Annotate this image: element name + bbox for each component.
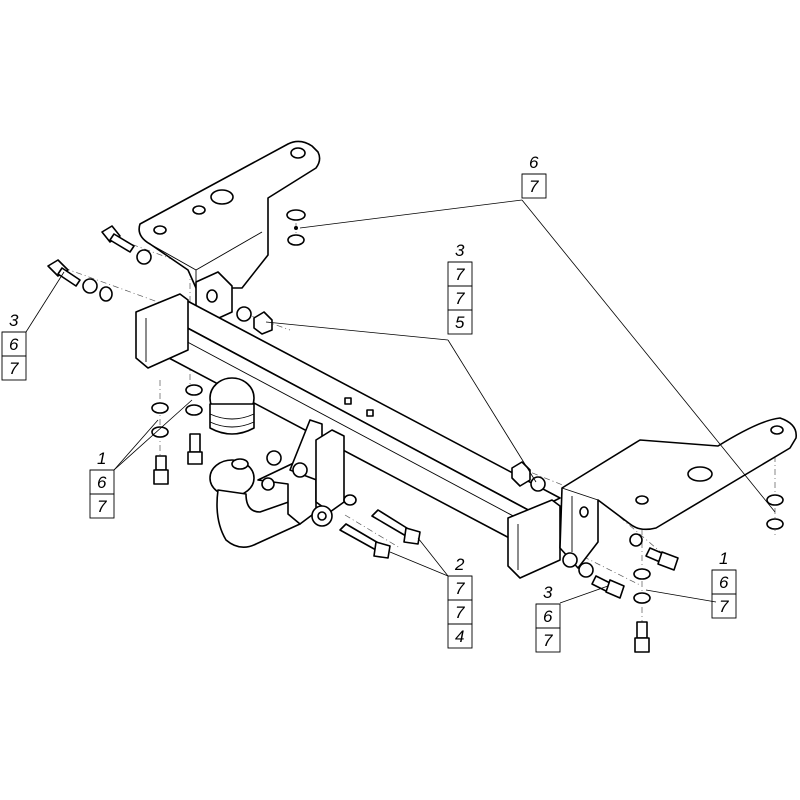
bolt-icon xyxy=(562,552,625,599)
callout-number: 4 xyxy=(455,627,464,646)
callout-number: 7 xyxy=(455,579,465,598)
nut-icon xyxy=(236,306,273,335)
callout-number: 1 xyxy=(719,549,728,568)
washer-icon xyxy=(151,384,203,438)
callout-number: 2 xyxy=(454,555,465,574)
callout-center-bolt-set: 3 7 7 5 xyxy=(447,241,473,335)
callout-number: 6 xyxy=(719,573,729,592)
callout-number: 7 xyxy=(543,631,553,650)
right-mounting-bracket xyxy=(559,417,797,569)
callout-number: 6 xyxy=(9,335,19,354)
callout-number: 6 xyxy=(529,153,539,172)
callout-number: 6 xyxy=(543,607,553,626)
callout-top-right-nut: 67 xyxy=(521,153,547,199)
left-mounting-bracket xyxy=(138,140,321,323)
tow-ball-assembly xyxy=(209,377,357,548)
callout-number: 7 xyxy=(97,497,107,516)
callout-number: 7 xyxy=(529,177,539,196)
callout-box xyxy=(89,493,115,519)
nut-icon xyxy=(261,450,308,491)
callout-right-bottom-bolt: 1 6 7 xyxy=(711,549,737,619)
fasteners xyxy=(47,209,784,653)
main-crossbar xyxy=(135,293,561,579)
callout-box xyxy=(535,627,561,653)
callout-number: 6 xyxy=(97,473,107,492)
washer-icon xyxy=(286,209,306,246)
callout-bracket-top-left-bolt: 3 6 7 xyxy=(1,311,27,381)
bolt-icon xyxy=(153,433,203,485)
callout-box xyxy=(711,593,737,619)
callout-right-crossbar-bolt: 3 6 7 xyxy=(535,583,561,653)
callout-number: 3 xyxy=(543,583,553,602)
bolt-icon xyxy=(339,509,421,559)
callout-number: 7 xyxy=(719,597,729,616)
callout-box xyxy=(447,309,473,335)
callout-box xyxy=(447,623,473,649)
nut-icon xyxy=(511,461,546,492)
bolt-icon xyxy=(634,547,679,653)
callout-number: 1 xyxy=(97,449,106,468)
callout-number: 7 xyxy=(455,603,465,622)
washer-icon xyxy=(629,494,784,604)
callout-box xyxy=(1,355,27,381)
callout-number: 3 xyxy=(9,311,19,330)
callout-number: 5 xyxy=(455,313,465,332)
leader-lines xyxy=(25,199,776,604)
callout-socket-bolts: 2 7 7 4 xyxy=(447,555,473,649)
callout-number: 7 xyxy=(455,289,465,308)
bolt-icon xyxy=(47,259,113,302)
callout-left-bottom-bolt: 1 6 7 xyxy=(89,449,115,519)
bolt-icon xyxy=(101,225,152,265)
callout-number: 7 xyxy=(9,359,19,378)
callout-number: 7 xyxy=(455,265,465,284)
callout-number: 3 xyxy=(455,241,465,260)
